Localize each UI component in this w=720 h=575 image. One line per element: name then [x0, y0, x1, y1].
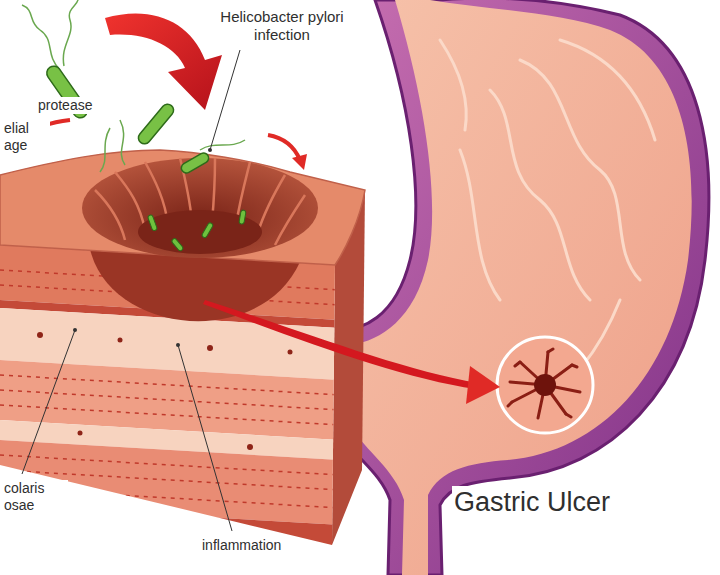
figure-title: Gastric Ulcer [452, 486, 612, 518]
pointer-label: elial age [2, 120, 50, 154]
pointer-label: inflammation [200, 537, 283, 554]
stomach [340, 0, 709, 575]
block-top [0, 150, 365, 265]
ulcer-inset [497, 337, 593, 433]
rugae [440, 40, 655, 420]
tissue-block [0, 150, 365, 560]
pointer-label: colaris osae [2, 480, 68, 514]
crater-floor [138, 210, 262, 254]
leader-lines [22, 50, 240, 531]
red-arrows [16, 13, 500, 404]
pointer-label: Helicobacter pylori infection [205, 8, 359, 44]
ulcer-crater [82, 158, 318, 258]
pointer-arrow [203, 300, 478, 389]
leader-dots [73, 148, 212, 347]
small-bacteria [147, 210, 246, 252]
block-layers [0, 240, 340, 560]
stomach-wall [340, 0, 709, 575]
stomach-lining [352, 0, 692, 575]
pointer-label: protease [36, 97, 94, 114]
